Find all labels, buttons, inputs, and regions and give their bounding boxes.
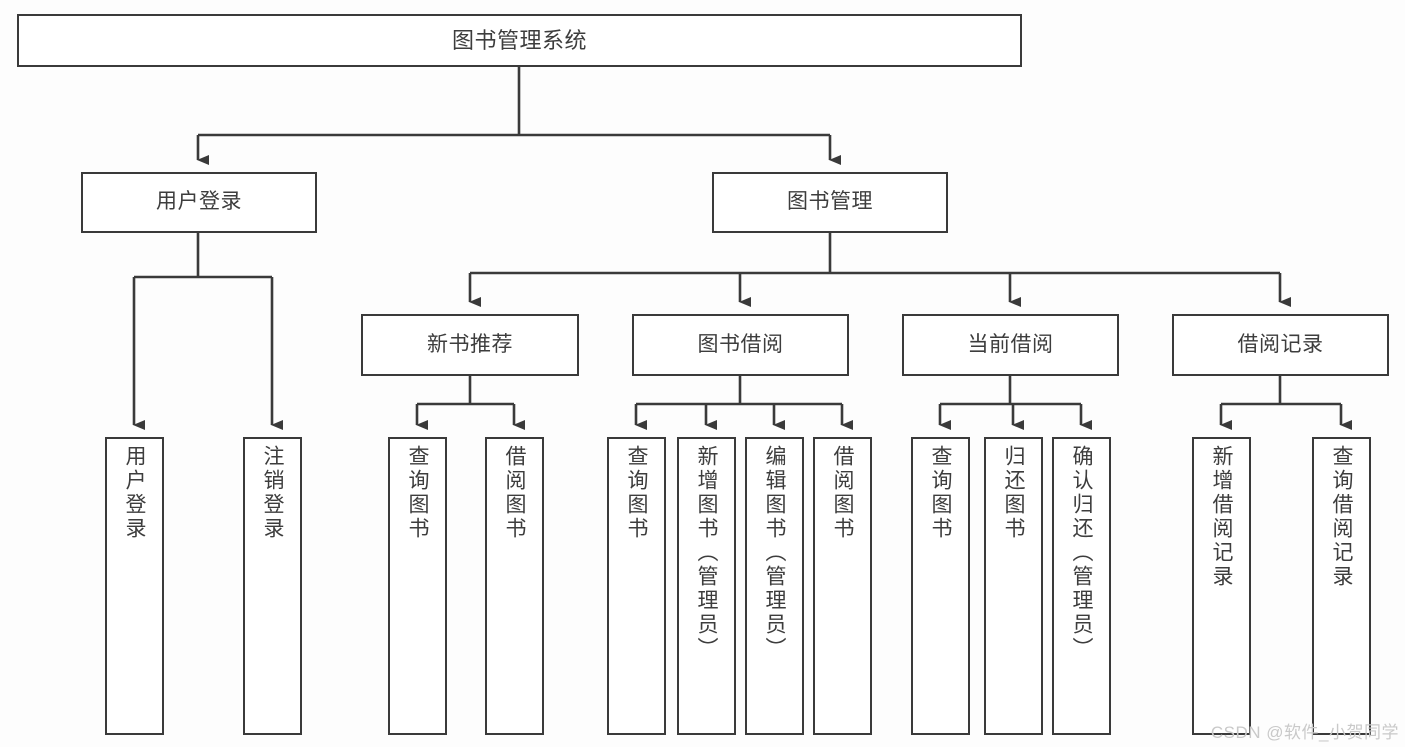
node-leaf-borrow-book-1[interactable]: 借阅图书	[485, 437, 544, 735]
node-label: 图书管理	[787, 190, 873, 214]
node-label: 图书借阅	[697, 332, 784, 356]
node-leaf-query-book-2[interactable]: 查询图书	[607, 437, 666, 735]
node-leaf-edit-book-admin[interactable]: 编辑图书（管理员）	[745, 437, 804, 735]
node-label: 查询借阅记录	[1330, 445, 1353, 589]
node-user-login[interactable]: 用户登录	[81, 172, 317, 233]
node-book-manage[interactable]: 图书管理	[712, 172, 948, 233]
node-label: 用户登录	[123, 445, 146, 541]
node-current-borrow[interactable]: 当前借阅	[902, 314, 1119, 376]
node-leaf-return-book[interactable]: 归还图书	[984, 437, 1043, 735]
node-new-book-recommend[interactable]: 新书推荐	[361, 314, 579, 376]
node-leaf-borrow-book-2[interactable]: 借阅图书	[813, 437, 872, 735]
node-book-borrow[interactable]: 图书借阅	[632, 314, 849, 376]
node-root-system[interactable]: 图书管理系统	[17, 14, 1022, 67]
node-label: 新书推荐	[427, 332, 513, 356]
node-label: 新增图书（管理员）	[695, 445, 718, 661]
node-label: 用户登录	[156, 190, 242, 214]
watermark-text: CSDN @软件_小贺同学	[1210, 723, 1399, 742]
node-leaf-query-book-1[interactable]: 查询图书	[388, 437, 447, 735]
node-label: 借阅图书	[831, 445, 854, 541]
node-label: 注销登录	[261, 445, 284, 541]
node-label: 编辑图书（管理员）	[763, 445, 786, 661]
node-leaf-user-login[interactable]: 用户登录	[105, 437, 164, 735]
node-label: 查询图书	[625, 445, 648, 541]
node-label: 查询图书	[929, 445, 952, 541]
node-label: 归还图书	[1002, 445, 1025, 541]
node-leaf-add-record[interactable]: 新增借阅记录	[1192, 437, 1251, 735]
node-leaf-add-book-admin[interactable]: 新增图书（管理员）	[677, 437, 736, 735]
node-leaf-query-record[interactable]: 查询借阅记录	[1312, 437, 1371, 735]
node-leaf-confirm-return-admin[interactable]: 确认归还（管理员）	[1052, 437, 1111, 735]
node-label: 当前借阅	[967, 332, 1054, 356]
node-label: 查询图书	[406, 445, 429, 541]
node-leaf-logout[interactable]: 注销登录	[243, 437, 302, 735]
node-leaf-query-book-3[interactable]: 查询图书	[911, 437, 970, 735]
node-label: 图书管理系统	[451, 27, 587, 53]
node-borrow-record[interactable]: 借阅记录	[1172, 314, 1389, 376]
node-label: 确认归还（管理员）	[1070, 445, 1093, 661]
node-label: 新增借阅记录	[1210, 445, 1233, 589]
node-label: 借阅记录	[1237, 332, 1324, 356]
node-label: 借阅图书	[503, 445, 526, 541]
